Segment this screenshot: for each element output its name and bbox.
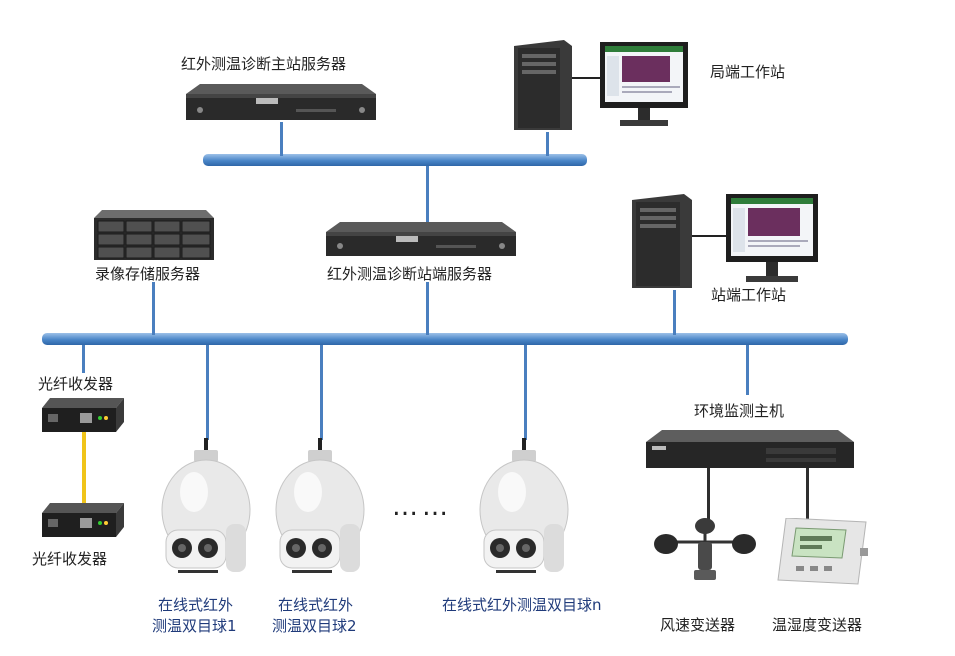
fiber-transceiver-top-label: 光纤收发器 [38, 375, 114, 393]
storage-array-icon [94, 210, 214, 260]
camera-2-label-line2: 测温双目球2 [272, 617, 357, 635]
station-server-label: 红外测温诊断站端服务器 [327, 265, 493, 283]
camera-1-label-line2: 测温双目球1 [152, 617, 237, 635]
temperature-humidity-sensor-icon [777, 518, 868, 585]
connector-top-bus-to-main-bus [426, 166, 429, 224]
camera-1-label-line1: 在线式红外 [158, 596, 234, 614]
station-workstation-label: 站端工作站 [711, 286, 787, 304]
fiber-link [82, 432, 86, 505]
camera-2-label-line1: 在线式红外 [278, 596, 354, 614]
rack-server-icon [326, 222, 516, 256]
connector-env-host [746, 345, 749, 395]
top-network-bus [203, 154, 587, 166]
connector-fiber-transceiver [82, 345, 85, 373]
connector-main-server [280, 122, 283, 156]
connector-camera-1 [206, 345, 209, 440]
desktop-workstation-icon [514, 40, 688, 130]
desktop-workstation-icon [632, 194, 818, 288]
env-monitoring-host-icon [646, 430, 854, 468]
bureau-workstation-label: 局端工作站 [710, 63, 786, 81]
connector-wind-transmitter [707, 466, 710, 526]
env-host-label: 环境监测主机 [694, 402, 785, 420]
fiber-transceiver-icon [42, 503, 124, 537]
connector-camera-n [524, 345, 527, 440]
storage-server-label: 录像存储服务器 [95, 265, 201, 283]
rack-server-icon [186, 84, 376, 120]
connector-th-transmitter [806, 466, 809, 522]
main-network-bus [42, 333, 848, 345]
ptz-dome-camera-icon [479, 438, 569, 573]
connector-storage-server [152, 282, 155, 335]
ellipsis-more-cameras: …… [392, 492, 452, 522]
fiber-transceiver-icon [42, 398, 124, 432]
th-transmitter-label: 温湿度变送器 [772, 616, 863, 634]
connector-bureau-workstation [546, 132, 549, 156]
connector-camera-2 [320, 345, 323, 440]
fiber-transceiver-bottom-label: 光纤收发器 [32, 550, 108, 568]
wind-transmitter-label: 风速变送器 [660, 616, 736, 634]
connector-station-workstation [673, 290, 676, 335]
anemometer-icon [654, 518, 756, 580]
camera-n-label: 在线式红外测温双目球n [442, 596, 602, 614]
connector-station-server [426, 282, 429, 335]
ptz-dome-camera-icon [275, 438, 365, 573]
main-server-label: 红外测温诊断主站服务器 [181, 55, 347, 73]
ptz-dome-camera-icon [161, 438, 251, 573]
